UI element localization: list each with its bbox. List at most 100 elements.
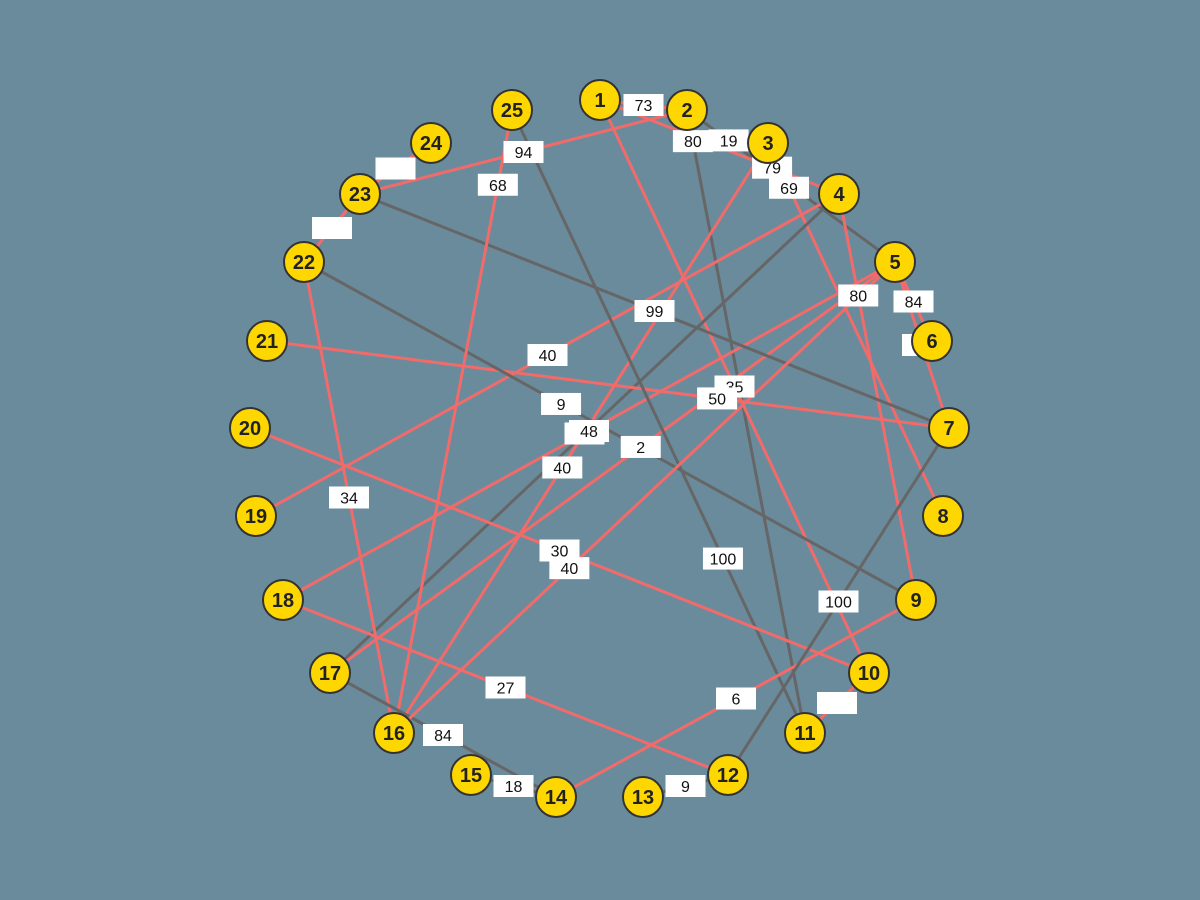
edge-5-17 bbox=[328, 260, 897, 675]
node-label: 5 bbox=[889, 252, 900, 274]
node-19: 19 bbox=[235, 495, 277, 537]
node-circle bbox=[491, 89, 533, 131]
edge-label-box bbox=[493, 775, 534, 797]
node-circle bbox=[450, 754, 492, 796]
node-circle bbox=[339, 173, 381, 215]
edge-label-box bbox=[375, 157, 416, 180]
edge-2-11 bbox=[685, 108, 807, 735]
edge-label-5-17: 2 bbox=[620, 435, 661, 458]
node-circle bbox=[235, 495, 277, 537]
edge-label-box bbox=[708, 129, 749, 152]
edge-weight: 9 bbox=[557, 397, 566, 414]
node-circle bbox=[373, 712, 415, 754]
node-circle bbox=[818, 173, 860, 215]
edge-label-5-6: 84 bbox=[893, 290, 934, 313]
node-circle bbox=[922, 495, 964, 537]
edge-weight: 79 bbox=[763, 161, 781, 178]
edge-label-14-9: 6 bbox=[716, 687, 756, 710]
edge-21-7 bbox=[265, 339, 951, 430]
edge-weight: 34 bbox=[340, 491, 358, 508]
node-label: 21 bbox=[256, 331, 278, 353]
edge-weight: 68 bbox=[489, 178, 507, 195]
node-4: 4 bbox=[818, 173, 860, 215]
edge-weight: 40 bbox=[553, 461, 571, 478]
edge-25-16 bbox=[392, 108, 514, 735]
node-label: 3 bbox=[762, 133, 773, 155]
node-label: 16 bbox=[383, 723, 405, 745]
edge-label-box bbox=[838, 284, 879, 307]
node-label: 19 bbox=[245, 506, 267, 528]
node-10: 10 bbox=[848, 652, 890, 694]
edge-weight: 94 bbox=[515, 145, 533, 162]
edge-label-box bbox=[539, 539, 580, 562]
node-circle bbox=[283, 241, 325, 283]
edge-label-25-11: 100 bbox=[702, 547, 743, 570]
edge-label-box bbox=[817, 692, 857, 714]
node-label: 9 bbox=[910, 590, 921, 612]
node-14: 14 bbox=[535, 776, 577, 818]
edge-label-box bbox=[893, 290, 934, 313]
node-18: 18 bbox=[262, 579, 304, 621]
edge-weight: 48 bbox=[580, 424, 598, 441]
edge-weight: 73 bbox=[635, 98, 653, 115]
edge-label-23-22 bbox=[312, 217, 352, 239]
edge-label-box bbox=[312, 217, 352, 239]
edge-label-box bbox=[665, 775, 706, 797]
edge-weight: 50 bbox=[708, 391, 726, 408]
node-label: 18 bbox=[272, 590, 294, 612]
edge-label-box bbox=[702, 547, 743, 570]
edge-label-box bbox=[423, 724, 463, 746]
node-label: 22 bbox=[293, 252, 315, 274]
node-13: 13 bbox=[622, 776, 664, 818]
edge-label-box bbox=[329, 486, 369, 509]
node-7: 7 bbox=[928, 407, 970, 449]
edge-weight: 84 bbox=[905, 295, 923, 312]
edge-label-box bbox=[623, 94, 664, 116]
node-label: 25 bbox=[501, 100, 523, 122]
edge-label-box bbox=[716, 687, 756, 710]
edge-label-16-5: 40 bbox=[549, 557, 590, 580]
node-11: 11 bbox=[784, 712, 826, 754]
edge-label-13-12: 9 bbox=[665, 775, 706, 797]
edge-label-box bbox=[503, 141, 544, 163]
edge-label-3-16: 40 bbox=[542, 456, 583, 479]
node-circle bbox=[928, 407, 970, 449]
node-circle bbox=[784, 712, 826, 754]
edge-label-18-12: 27 bbox=[485, 676, 526, 699]
node-label: 20 bbox=[239, 418, 261, 440]
node-label: 24 bbox=[420, 133, 443, 155]
edge-weight: 84 bbox=[434, 728, 452, 745]
edge-label-5-18: 48 bbox=[569, 420, 609, 442]
node-3: 3 bbox=[747, 122, 789, 164]
edge-label-3-8: 69 bbox=[769, 176, 809, 199]
edge-weight: 80 bbox=[684, 134, 702, 151]
node-label: 15 bbox=[460, 765, 482, 787]
node-16: 16 bbox=[373, 712, 415, 754]
edge-4-9 bbox=[837, 192, 918, 602]
edge-weight: 80 bbox=[849, 289, 867, 306]
node-23: 23 bbox=[339, 173, 381, 215]
edge-weight: 40 bbox=[539, 348, 557, 365]
node-circle bbox=[911, 320, 953, 362]
edge-weight: 19 bbox=[720, 133, 738, 150]
edge-label-23-7: 99 bbox=[634, 300, 675, 322]
node-21: 21 bbox=[246, 320, 288, 362]
node-label: 13 bbox=[632, 787, 654, 809]
edge-label-box bbox=[634, 300, 675, 322]
edge-label-box bbox=[542, 456, 583, 479]
node-5: 5 bbox=[874, 241, 916, 283]
edge-label-15-14: 18 bbox=[493, 775, 534, 797]
edge-weight: 18 bbox=[505, 779, 523, 796]
node-label: 10 bbox=[858, 663, 880, 685]
edge-label-box bbox=[620, 435, 661, 458]
edge-label-box bbox=[541, 392, 582, 415]
edge-label-23-24 bbox=[375, 157, 416, 180]
edge-label-12-7: 100 bbox=[818, 590, 859, 613]
edge-weight: 100 bbox=[825, 595, 852, 612]
node-25: 25 bbox=[491, 89, 533, 131]
node-label: 17 bbox=[319, 663, 341, 685]
node-circle bbox=[895, 579, 937, 621]
edge-label-17-14: 84 bbox=[423, 724, 463, 746]
node-12: 12 bbox=[707, 754, 749, 796]
